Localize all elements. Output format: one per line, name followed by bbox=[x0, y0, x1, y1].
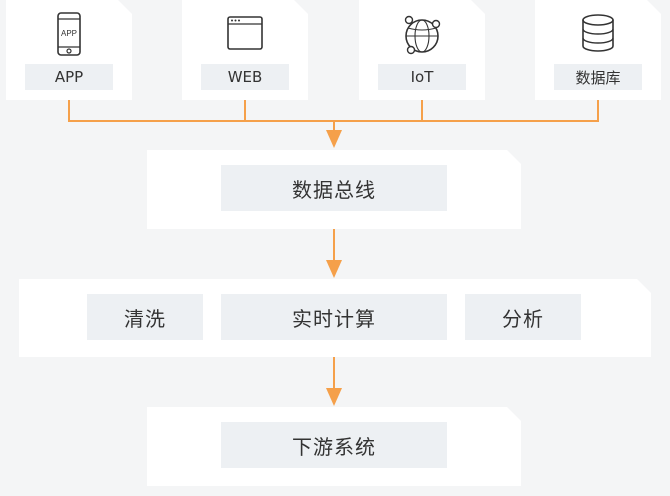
downstream-card: 下游系统 bbox=[147, 407, 521, 486]
source-label-db: 数据库 bbox=[554, 64, 642, 90]
source-card-iot: IoT bbox=[359, 0, 485, 100]
data-bus-label: 数据总线 bbox=[221, 165, 447, 211]
realtime-compute-label: 实时计算 bbox=[221, 294, 447, 340]
browser-window-icon bbox=[227, 16, 263, 50]
iot-network-icon bbox=[399, 12, 445, 56]
source-card-db: 数据库 bbox=[535, 0, 661, 100]
phone-app-icon: APP bbox=[56, 12, 82, 56]
data-bus-card: 数据总线 bbox=[147, 150, 521, 229]
phone-app-icon-text: APP bbox=[61, 29, 77, 38]
source-card-web: WEB bbox=[182, 0, 308, 100]
source-label-app: APP bbox=[25, 64, 113, 90]
source-label-iot: IoT bbox=[378, 64, 466, 90]
compute-layer-card: 清洗 实时计算 分析 bbox=[19, 279, 651, 357]
source-label-web: WEB bbox=[201, 64, 289, 90]
cleaning-label: 清洗 bbox=[87, 294, 203, 340]
downstream-label: 下游系统 bbox=[221, 422, 447, 468]
database-icon bbox=[581, 14, 615, 52]
analysis-label: 分析 bbox=[465, 294, 581, 340]
source-card-app: APP APP bbox=[6, 0, 132, 100]
